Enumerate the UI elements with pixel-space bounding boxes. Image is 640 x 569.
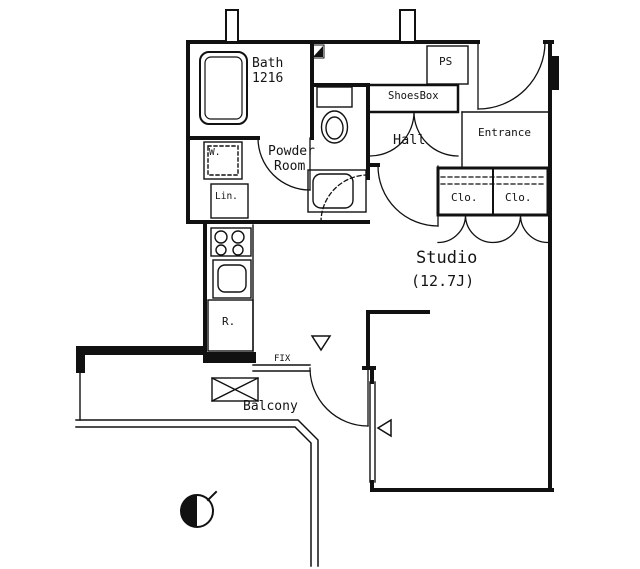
fix-window-label: FIX — [274, 354, 291, 364]
balcony-label: Balcony — [243, 399, 298, 414]
window-marker-left-icon — [376, 418, 392, 438]
pipe-space-box — [426, 45, 469, 85]
hall-label: Hall — [393, 132, 426, 148]
studio-door-arc — [377, 165, 439, 227]
studio-window — [369, 381, 376, 483]
linen-closet — [210, 183, 249, 219]
shoesbox-door-arcs — [369, 111, 459, 157]
bathtub — [199, 51, 248, 125]
vanity-sink — [307, 169, 367, 213]
north-indicator — [180, 490, 218, 528]
refrigerator-space — [207, 299, 254, 352]
vent-icon — [311, 44, 325, 59]
powder-room-label-1: Powder — [268, 144, 315, 159]
toilet — [316, 86, 353, 144]
bath-size-label: 1216 — [252, 71, 284, 86]
stove — [210, 227, 252, 257]
linen-label: Lin. — [215, 191, 238, 202]
ac-unit-pad — [211, 377, 259, 402]
balcony-door-arc — [309, 367, 369, 427]
powder-room-label-2: Room — [274, 159, 306, 174]
studio-label: Studio — [416, 248, 478, 268]
bath-door-arc — [257, 137, 311, 191]
closet-right-label: Clo. — [505, 191, 532, 204]
shoes-box-label: ShoesBox — [388, 90, 439, 102]
closet-left-label: Clo. — [451, 191, 478, 204]
window-marker-down-icon — [310, 335, 332, 352]
studio-size-label: (12.7J) — [411, 272, 475, 290]
closets — [436, 166, 550, 217]
parapet-stub-right — [399, 9, 416, 43]
powder-door-arc — [320, 174, 369, 223]
closet-door-arcs — [437, 214, 549, 244]
bath-label: Bath — [252, 56, 284, 71]
fix-window — [252, 364, 311, 372]
kitchen-sink — [212, 259, 252, 299]
outer-walls — [186, 40, 554, 492]
refrigerator-label: R. — [222, 315, 236, 328]
wall-fills — [76, 56, 559, 373]
entrance-door-arc — [477, 41, 546, 110]
washer-label: W. — [209, 147, 221, 158]
entrance-label: Entrance — [478, 126, 531, 139]
balcony-railing — [75, 419, 319, 567]
pipe-space-label: PS — [439, 55, 453, 68]
parapet-stub-left — [225, 9, 239, 43]
shoes-box — [366, 83, 460, 114]
washer-space — [203, 141, 243, 180]
